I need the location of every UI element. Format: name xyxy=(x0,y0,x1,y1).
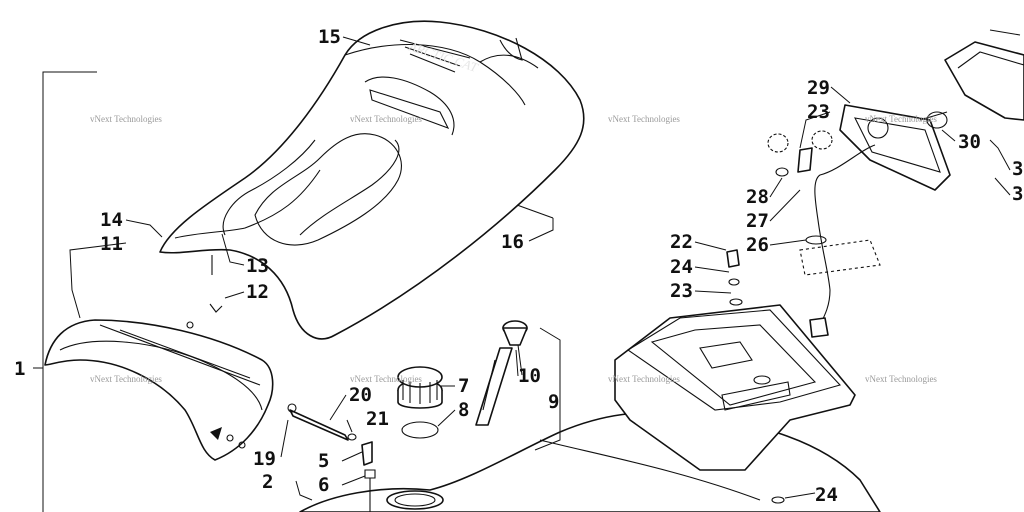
watermark: vNext Technologies xyxy=(865,374,937,384)
rear-cover[interactable] xyxy=(44,319,274,461)
callout-12: 12 xyxy=(246,281,269,303)
seat-strap[interactable] xyxy=(516,204,554,219)
callout-19: 19 xyxy=(253,448,276,470)
callout-27: 27 xyxy=(746,210,769,232)
callout-11: 11 xyxy=(100,233,123,255)
callout-7: 7 xyxy=(458,375,469,397)
callout-29: 29 xyxy=(807,77,830,99)
callout-16: 16 xyxy=(501,231,524,253)
gas-cap[interactable] xyxy=(397,366,443,439)
callout-30: 30 xyxy=(958,131,981,153)
watermark: vNext Technologies xyxy=(90,114,162,124)
callout-13: 13 xyxy=(246,255,269,277)
watermark: vNext Technologies xyxy=(865,114,937,124)
watermark: vNext Technologies xyxy=(350,114,422,124)
watermark: vNext Technologies xyxy=(90,374,162,384)
watermark: vNext Technologies xyxy=(608,374,680,384)
callout-23: 23 xyxy=(670,280,693,302)
taillight-assembly[interactable] xyxy=(839,29,1024,191)
callout-28: 28 xyxy=(746,186,769,208)
seat-clip[interactable] xyxy=(209,255,223,313)
callout-3: 3 xyxy=(1012,158,1023,180)
callout-9: 9 xyxy=(548,391,559,413)
callout-26: 26 xyxy=(746,234,769,256)
callout-21: 21 xyxy=(366,408,389,430)
hardware-taillight[interactable] xyxy=(767,130,833,177)
callout-15: 15 xyxy=(318,26,341,48)
mount-bracket xyxy=(799,239,881,276)
hardware-stack[interactable] xyxy=(726,249,785,504)
callout-24: 24 xyxy=(815,484,838,506)
callout-23: 23 xyxy=(807,101,830,123)
callout-8: 8 xyxy=(458,399,469,421)
callout-24: 24 xyxy=(670,256,693,278)
callout-14: 14 xyxy=(100,209,123,231)
fitting[interactable] xyxy=(361,441,376,512)
battery-box[interactable] xyxy=(614,304,856,471)
callouts: 1 2 3 3 5 6 7 8 9 10 11 12 13 14 15 16 1… xyxy=(14,26,1023,506)
fuel-sender[interactable] xyxy=(475,320,528,426)
callout-22: 22 xyxy=(670,231,693,253)
callout-1: 1 xyxy=(14,358,25,380)
callout-3: 3 xyxy=(1012,183,1023,205)
callout-20: 20 xyxy=(349,384,372,406)
seat[interactable]: ARCTIC CAT xyxy=(159,20,585,340)
assembly-bracket-1 xyxy=(33,71,97,512)
leader-lines xyxy=(69,36,1011,501)
callout-2: 2 xyxy=(262,471,273,493)
callout-5: 5 xyxy=(318,450,329,472)
watermark: vNext Technologies xyxy=(608,114,680,124)
watermarks: vNext Technologies vNext Technologies vN… xyxy=(90,114,937,384)
callout-6: 6 xyxy=(318,474,329,496)
vent-hose[interactable] xyxy=(287,403,357,441)
wiring-harness[interactable] xyxy=(805,144,876,338)
watermark: vNext Technologies xyxy=(350,374,422,384)
callout-10: 10 xyxy=(518,365,541,387)
